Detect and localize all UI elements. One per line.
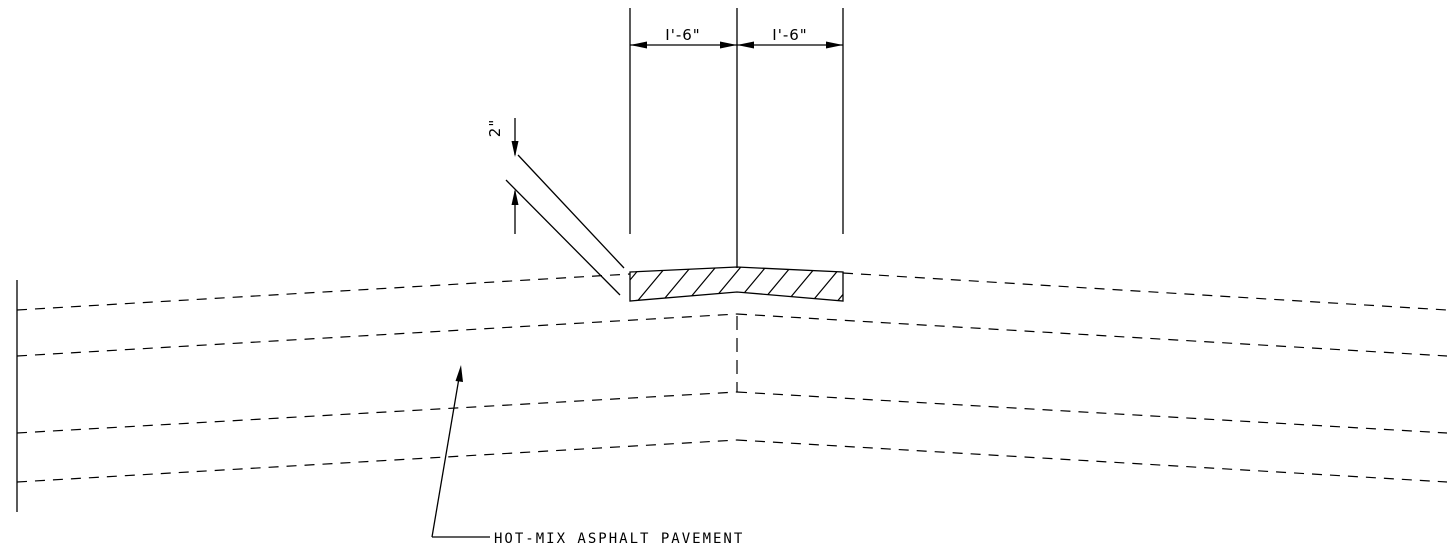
thickness-arrow-lower — [511, 189, 519, 205]
arrowhead-right-inner — [737, 41, 754, 49]
layer-line-4-right — [736, 439, 1447, 483]
left-width-label: I'-6" — [665, 26, 700, 44]
arrowhead-right-outer — [826, 41, 843, 49]
thickness-extension-lower — [505, 179, 621, 296]
thickness-extension-upper — [517, 154, 625, 269]
hatched-asphalt-section — [629, 266, 844, 302]
pavement-callout: HOT-MIX ASPHALT PAVEMENT — [431, 365, 744, 547]
pavement-layer-lines — [16, 272, 1447, 483]
arrowhead-left-outer — [630, 41, 647, 49]
thickness-dimension: 2" — [486, 118, 625, 296]
layer-line-2-right — [736, 313, 1447, 357]
leader-line-slanted — [431, 377, 460, 538]
right-width-label: I'-6" — [772, 26, 807, 44]
section-outline — [629, 266, 844, 302]
layer-line-3-left — [16, 391, 738, 434]
thickness-label: 2" — [486, 119, 504, 137]
leader-arrowhead — [455, 365, 463, 382]
layer-line-2-left — [16, 313, 738, 357]
thickness-arrow-upper — [511, 141, 519, 157]
arrowhead-left-inner — [720, 41, 737, 49]
layer-line-1-left — [16, 273, 631, 311]
layer-line-4-left — [16, 439, 738, 483]
width-dimension: I'-6" I'-6" — [630, 26, 843, 49]
layer-line-3-right — [736, 391, 1447, 434]
layer-line-1-right — [842, 272, 1447, 311]
pavement-label: HOT-MIX ASPHALT PAVEMENT — [494, 531, 744, 547]
